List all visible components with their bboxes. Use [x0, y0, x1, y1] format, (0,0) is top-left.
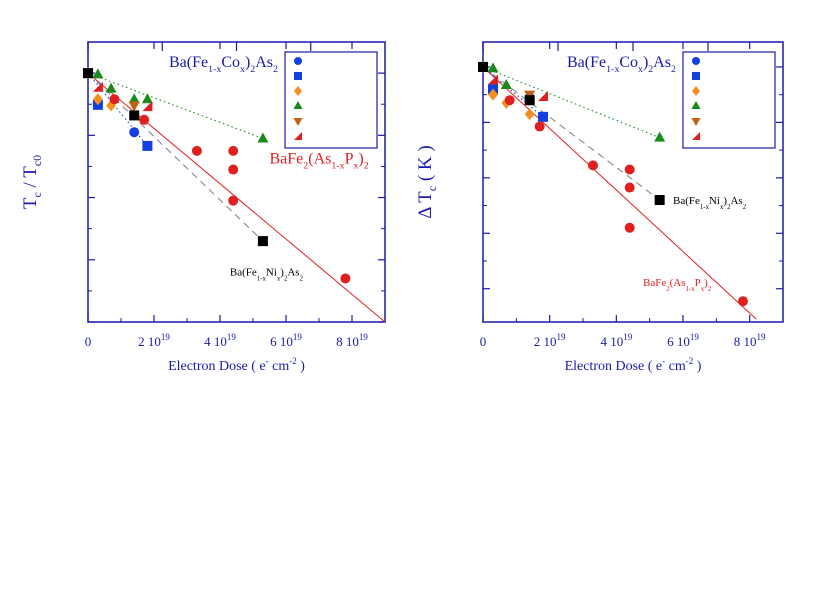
legend-marker	[691, 118, 701, 126]
y-axis-label: Δ Tc ( K )	[415, 145, 439, 219]
data-point-triangle-up	[92, 68, 104, 79]
data-point-triangle-up	[500, 78, 512, 89]
y-axis-label: Tc / Tc0	[20, 155, 44, 209]
annotation-p-compound: BaFe2(As1-xPx)2	[270, 150, 369, 171]
data-point-circle	[504, 95, 515, 106]
annotation-ni-compound: Ba(Fe1-xNix)2As2	[673, 195, 747, 211]
legend-marker	[692, 86, 700, 96]
data-point-circle	[624, 164, 635, 175]
data-point-square	[654, 195, 665, 206]
data-point-triangle-up	[128, 93, 140, 104]
legend-marker	[293, 118, 303, 126]
legend-box	[682, 51, 776, 149]
legend-marker	[692, 57, 700, 65]
data-point-circle	[228, 145, 239, 156]
data-point-circle	[228, 164, 239, 175]
legend-marker	[294, 132, 302, 140]
legend-box	[284, 51, 378, 149]
x-tick-label: 8 1019	[336, 332, 368, 349]
x-tick-label: 0	[480, 334, 487, 349]
legend-marker	[691, 101, 701, 109]
data-point-square	[129, 110, 140, 121]
data-point-circle	[534, 121, 545, 132]
data-point-circle	[139, 114, 150, 125]
data-point-diamond	[524, 108, 535, 121]
chart-title: Ba(Fe1-xCox)2As2	[567, 54, 676, 75]
data-point-circle	[588, 160, 598, 171]
data-point-square	[257, 236, 268, 247]
data-point-triangle-down	[128, 101, 140, 112]
x-tick-label: 0	[85, 334, 92, 349]
data-point-triangle-up	[654, 131, 666, 142]
guide-line-dotted	[483, 66, 660, 139]
legend-marker	[294, 86, 302, 96]
data-point-circle	[624, 222, 635, 233]
x-tick-label: 6 1019	[270, 332, 302, 349]
guide-line-dashed	[483, 66, 660, 201]
data-point-circle	[129, 127, 140, 138]
data-point-circle	[624, 182, 635, 193]
legend-marker	[692, 132, 700, 140]
chart-title: Ba(Fe1-xCox)2As2	[169, 54, 278, 75]
x-axis-label: Electron Dose ( e- cm-2 )	[565, 356, 702, 374]
data-point-triangle-up	[141, 93, 153, 104]
legend-marker	[294, 72, 302, 80]
data-point-square	[478, 61, 488, 72]
data-point-circle	[228, 195, 239, 206]
x-tick-label: 2 1019	[534, 332, 566, 349]
x-tick-label: 4 1019	[600, 332, 632, 349]
legend-marker	[293, 101, 303, 109]
data-point-triangle-up	[105, 82, 117, 93]
x-tick-label: 2 1019	[138, 332, 170, 349]
data-point-circle	[738, 296, 748, 307]
data-point-square	[142, 140, 153, 151]
data-markers	[82, 67, 351, 284]
data-point-triangle-up	[257, 132, 269, 143]
x-tick-label: 6 1019	[667, 332, 699, 349]
data-point-triangle-left	[92, 81, 103, 92]
x-tick-label: 4 1019	[204, 332, 236, 349]
data-point-diamond	[92, 93, 103, 106]
data-point-triangle-left	[538, 91, 548, 102]
data-point-square	[524, 95, 535, 106]
data-point-circle	[191, 145, 202, 156]
data-point-circle	[340, 273, 351, 284]
data-point-diamond	[488, 88, 498, 101]
legend-marker	[692, 72, 700, 80]
data-point-triangle-left	[488, 74, 498, 85]
data-point-square	[83, 68, 93, 79]
x-axis-label: Electron Dose ( e- cm-2 )	[168, 356, 305, 374]
guide-line-solid	[483, 66, 757, 320]
data-point-triangle-up	[487, 62, 499, 73]
legend-marker	[294, 57, 302, 65]
annotation-ni-compound: Ba(Fe1-xNix)2As2	[230, 266, 304, 282]
x-tick-label: 8 1019	[734, 332, 766, 349]
data-point-triangle-left	[142, 101, 153, 112]
data-markers	[477, 60, 748, 307]
guide-lines	[483, 66, 757, 320]
annotation-p-compound: BaFe2(As1-xPx)2	[643, 277, 712, 293]
data-point-square	[538, 111, 548, 122]
data-point-circle	[109, 94, 120, 105]
